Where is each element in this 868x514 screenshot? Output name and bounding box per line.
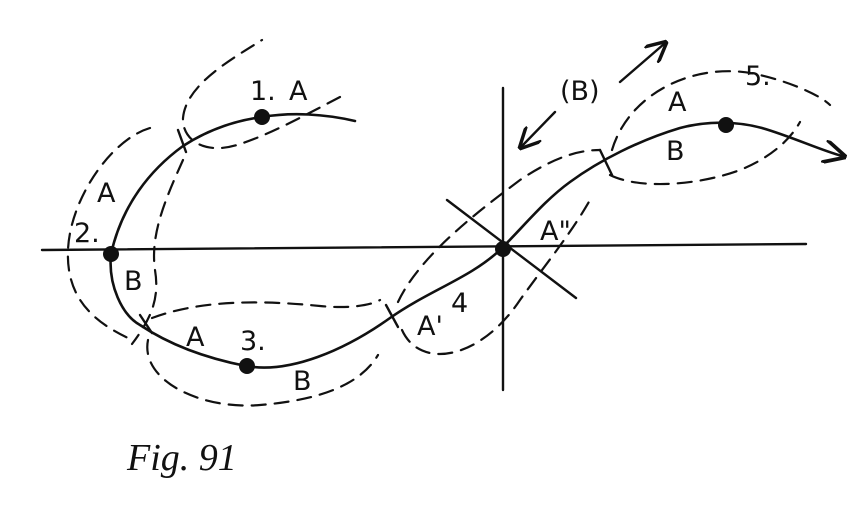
- label-p5-b: B: [666, 136, 685, 167]
- dashed-loop-4-upper: [396, 148, 602, 304]
- label-p5: 5.: [745, 61, 771, 92]
- tick-mark-c: [598, 148, 614, 177]
- point-2: [103, 246, 119, 262]
- diagonal-cross-line: [445, 198, 578, 300]
- label-p2-a: A: [97, 178, 116, 209]
- dashed-loop-4-lower: [400, 198, 592, 355]
- label-p3-a: A: [186, 322, 205, 353]
- point-4: [495, 241, 511, 257]
- label-p2-b: B: [124, 266, 143, 297]
- dashed-loop-5-lower: [608, 120, 802, 186]
- label-p4-a-prime: A': [417, 311, 443, 342]
- dashed-loop-3-top: [150, 298, 382, 320]
- horizontal-axis: [40, 242, 808, 252]
- label-b-paren: (B): [560, 76, 600, 107]
- point-5: [718, 117, 734, 133]
- tick-mark-a: [176, 128, 188, 154]
- label-p4-a-dprime: A": [540, 216, 571, 247]
- dashed-loop-5-upper: [610, 70, 832, 152]
- label-p3-b: B: [293, 366, 312, 397]
- b-arrow-right: [618, 44, 664, 84]
- figure-caption: Fig. 91: [126, 437, 237, 479]
- main-curve: [109, 112, 842, 369]
- label-p1: 1.: [250, 76, 276, 107]
- label-p3: 3.: [240, 326, 266, 357]
- label-p5-a: A: [668, 87, 687, 118]
- label-p4: 4: [451, 288, 468, 319]
- point-3: [239, 358, 255, 374]
- point-1: [254, 109, 270, 125]
- dashed-loop-1: [181, 38, 342, 150]
- label-p2: 2.: [74, 218, 100, 249]
- b-arrow-left: [522, 110, 557, 146]
- dashed-loop-3-bottom: [146, 338, 380, 407]
- dashed-loop-2-outer: [66, 126, 152, 340]
- dashed-loop-2-inner: [130, 158, 185, 346]
- label-p1-a: A: [289, 76, 308, 107]
